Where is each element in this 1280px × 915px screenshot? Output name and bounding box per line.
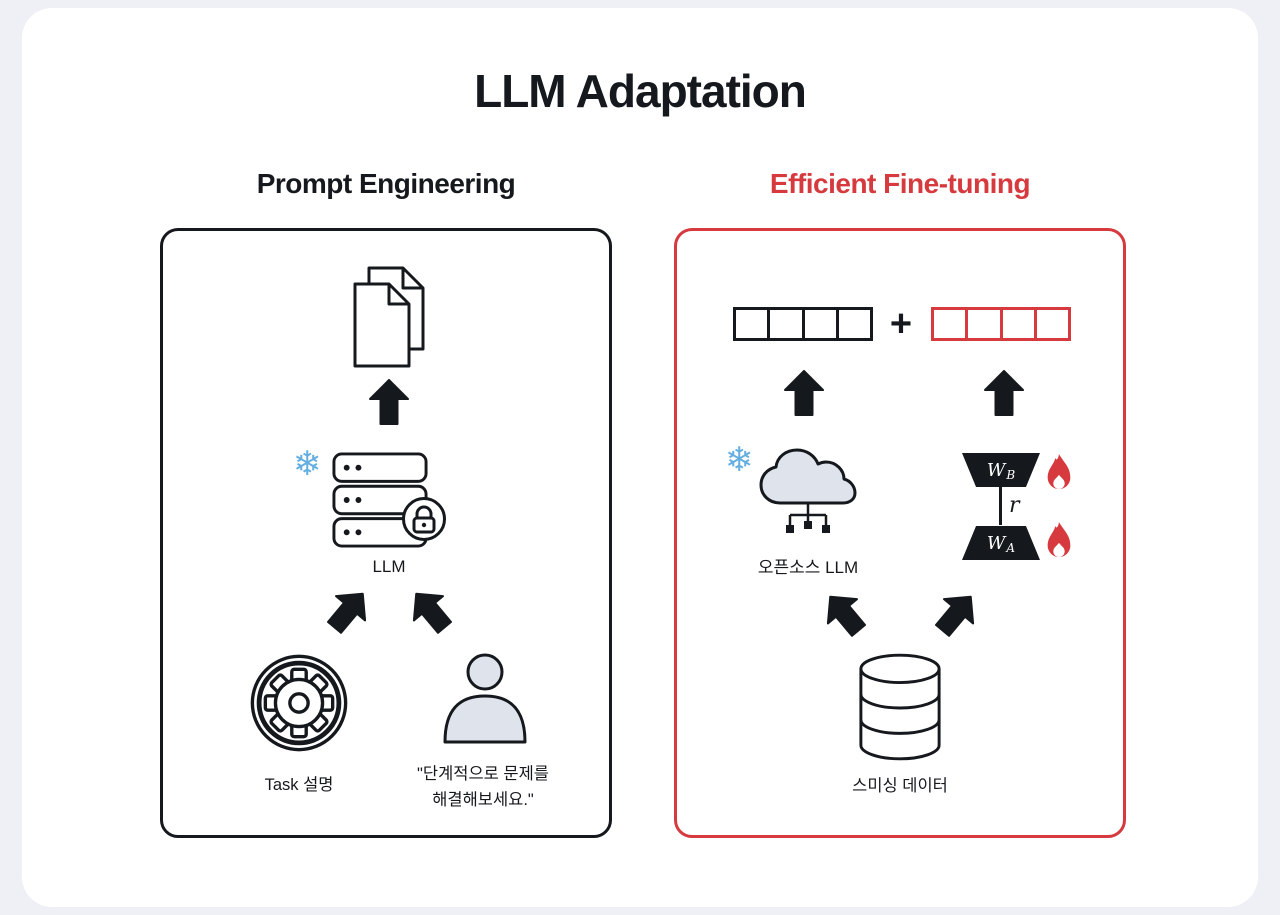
up-arrow-icon	[984, 370, 1024, 421]
diagonal-arrow-icon	[814, 583, 877, 648]
rank-line	[999, 487, 1002, 525]
wa-sub: A	[1006, 541, 1016, 555]
quote-label: "단계적으로 문제를 해결해보세요."	[373, 761, 593, 813]
gear-icon	[249, 653, 349, 758]
weights-grid-black	[733, 307, 873, 341]
lock-icon	[401, 496, 447, 547]
diagonal-arrow-icon	[315, 580, 378, 645]
quote-line-1: "단계적으로 문제를	[417, 765, 549, 783]
llm-label: LLM	[372, 557, 406, 576]
data-label: 스미싱 데이터	[852, 777, 948, 795]
left-panel: ❄ LLM	[160, 228, 612, 838]
left-panel-heading: Prompt Engineering	[256, 168, 516, 199]
right-panel-heading: Efficient Fine-tuning	[769, 168, 1031, 199]
open-source-llm-label: 오픈소스 LLM	[757, 558, 859, 577]
database-icon	[856, 652, 944, 767]
wb-sub: B	[1006, 468, 1016, 482]
diagonal-arrow-icon	[400, 580, 463, 645]
snowflake-icon: ❄	[293, 445, 322, 483]
wb-label: W	[986, 459, 1006, 481]
rank-label: r	[1009, 493, 1020, 518]
plus-sign: +	[889, 303, 913, 345]
wa-label: W	[986, 532, 1006, 554]
person-icon	[433, 646, 537, 751]
snowflake-icon: ❄	[725, 441, 754, 479]
diagonal-arrow-icon	[923, 583, 986, 648]
cloud-llm-icon	[758, 447, 858, 552]
page-title: LLM Adaptation	[474, 65, 807, 117]
up-arrow-icon	[369, 379, 409, 425]
up-arrow-icon	[784, 370, 824, 421]
task-label: Task 설명	[264, 776, 334, 794]
right-panel: + ❄ 오픈소스 LLM	[674, 228, 1126, 838]
documents-icon	[343, 265, 435, 374]
weights-grid-red	[931, 307, 1071, 341]
flame-icon	[1042, 452, 1076, 499]
quote-line-2: 해결해보세요."	[432, 791, 534, 809]
flame-icon	[1042, 520, 1076, 567]
